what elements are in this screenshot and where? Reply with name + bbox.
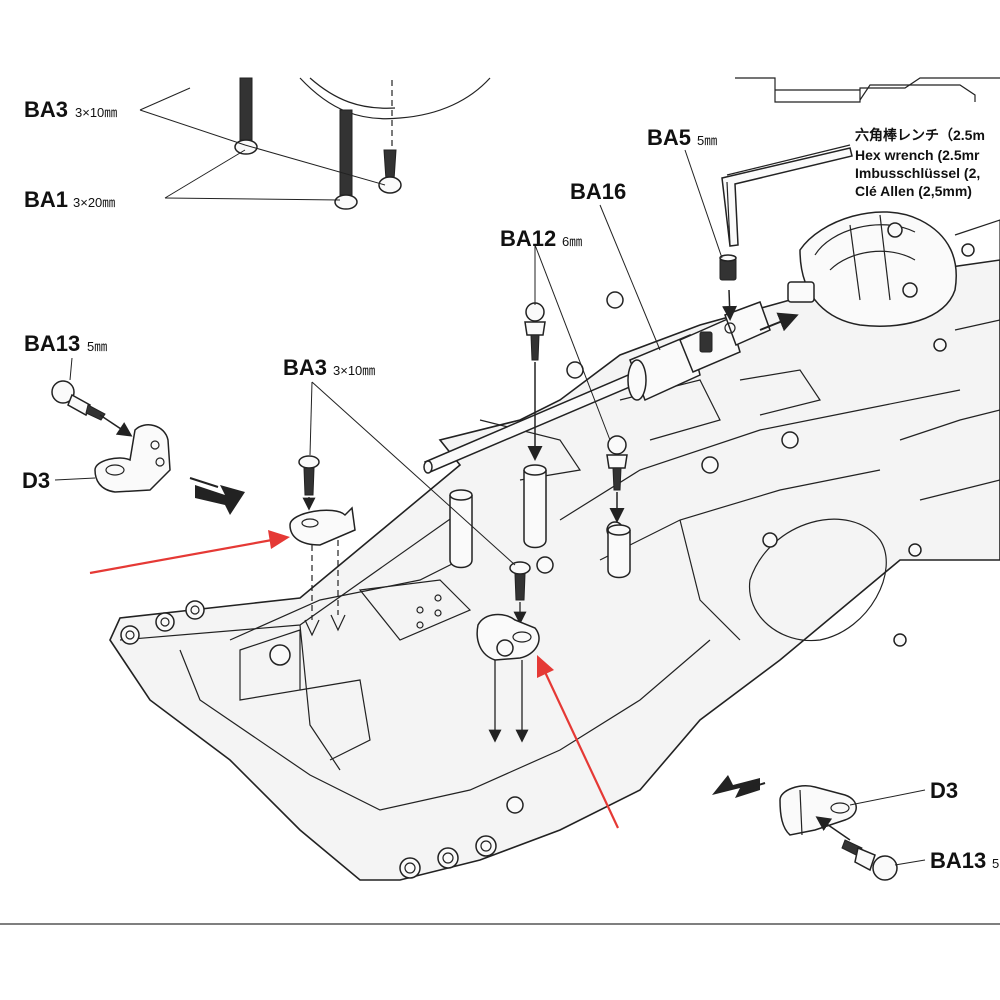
label-ba3-mid-size: 3×10㎜ [333,363,375,378]
label-ba3-top: BA3 [24,97,68,122]
tool-caption-de: Imbusschlüssel (2, [855,165,980,181]
label-ba12: BA12 [500,226,556,251]
tapping-screw-top [378,149,402,194]
ba13-ball-left [51,380,133,437]
label-ba3-top-size: 3×10㎜ [75,105,117,120]
label-ba3-mid: BA3 [283,355,327,380]
top-right-bracket-outline [735,77,1000,103]
label-ba1: BA1 [24,187,68,212]
tool-caption-jp: 六角棒レンチ（2.5m [855,127,985,143]
label-ba13-left: BA13 [24,331,80,356]
ba13-ball-right [815,816,898,881]
label-ba12-size: 6㎜ [562,234,582,249]
direction-arrow-right [712,775,766,798]
tool-caption-en: Hex wrench (2.5mr [855,147,980,163]
d3-mount-middle [289,506,356,637]
leader-lines [54,87,926,866]
red-annotation-arrow-right [537,655,619,829]
chassis [109,259,1000,881]
d3-mount-installed [476,613,540,743]
top-housing-outline [299,77,491,150]
ba12-ball-stud-left [524,302,546,461]
ba3-top-screw [234,77,258,155]
tool-caption-fr: Clé Allen (2,5mm) [855,183,972,199]
shaft-insert-arrow [759,312,799,332]
ba1-screw [334,109,358,210]
label-ba5: BA5 [647,125,691,150]
ba5-set-screw [719,254,738,321]
ba12-ball-stud-right [606,435,628,523]
label-ba16: BA16 [570,179,626,204]
ba3-mid-screw-left [298,455,320,511]
direction-arrow-left [189,477,245,515]
red-annotation-arrow-left [89,530,290,575]
label-d3-right: D3 [930,778,958,803]
gearbox [787,211,1000,331]
label-d3-left: D3 [22,468,50,493]
chassis-posts [449,464,631,579]
hex-wrench-icon [721,144,853,247]
label-ba13-left-size: 5㎜ [87,339,107,354]
label-ba13-right-size: 5 [992,856,999,871]
d3-mount-right [779,785,857,836]
label-ba13-right: BA13 [930,848,986,873]
d3-mount-left [94,424,171,493]
label-ba1-size: 3×20㎜ [73,195,115,210]
label-ba5-size: 5㎜ [697,133,717,148]
